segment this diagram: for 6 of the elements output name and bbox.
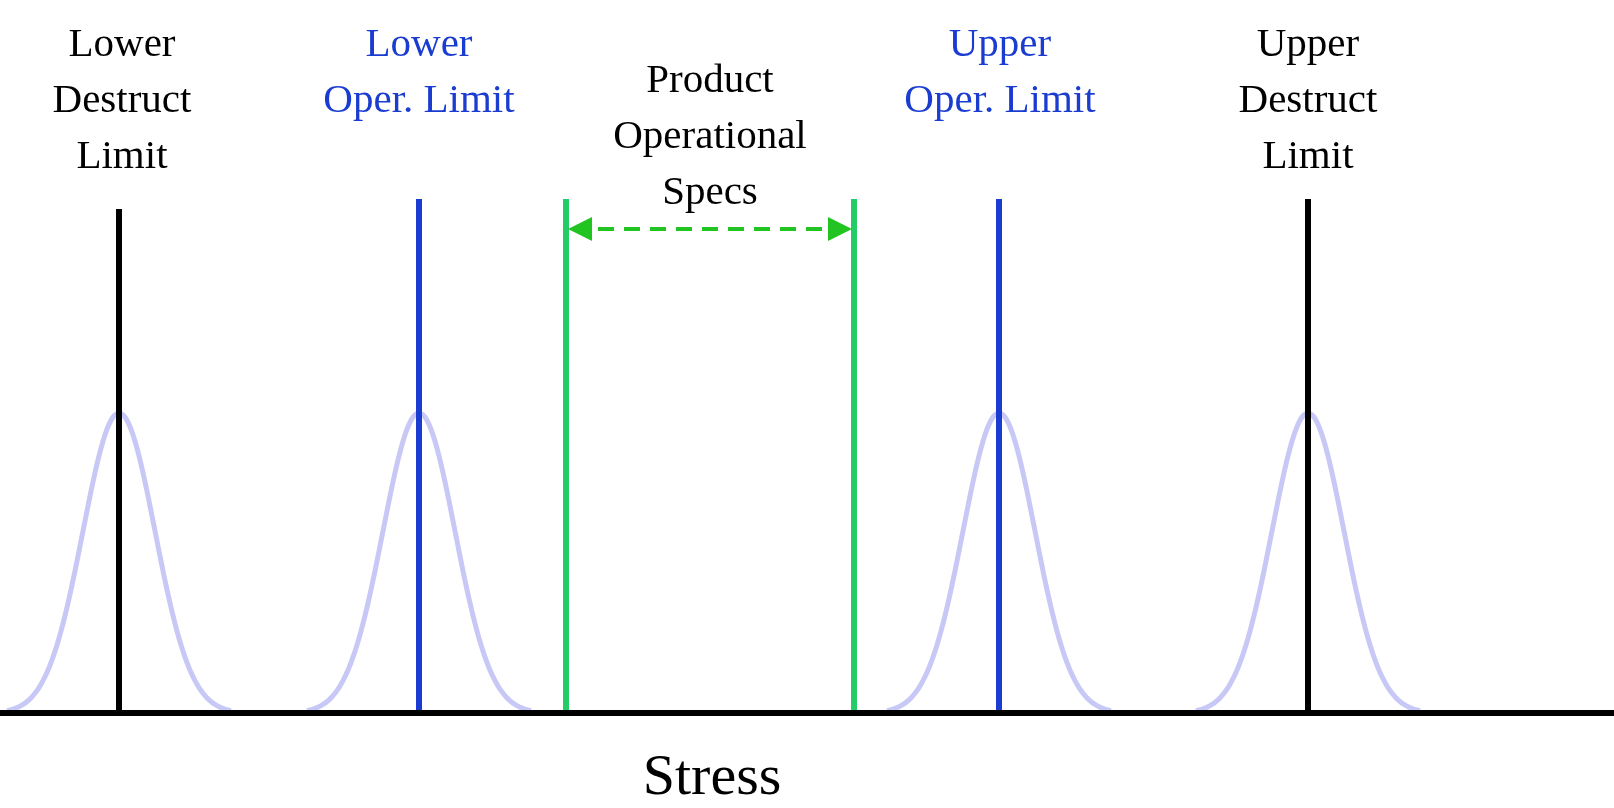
limit-label: Upper Destruct Limit (1237, 18, 1379, 179)
limit-label: Lower Oper. Limit (322, 18, 516, 123)
axis-label: Stress (641, 741, 783, 808)
spec-label: Product Operational Specs (612, 54, 808, 215)
limit-label: Upper Oper. Limit (903, 18, 1097, 123)
limit-label: Lower Destruct Limit (51, 18, 193, 179)
